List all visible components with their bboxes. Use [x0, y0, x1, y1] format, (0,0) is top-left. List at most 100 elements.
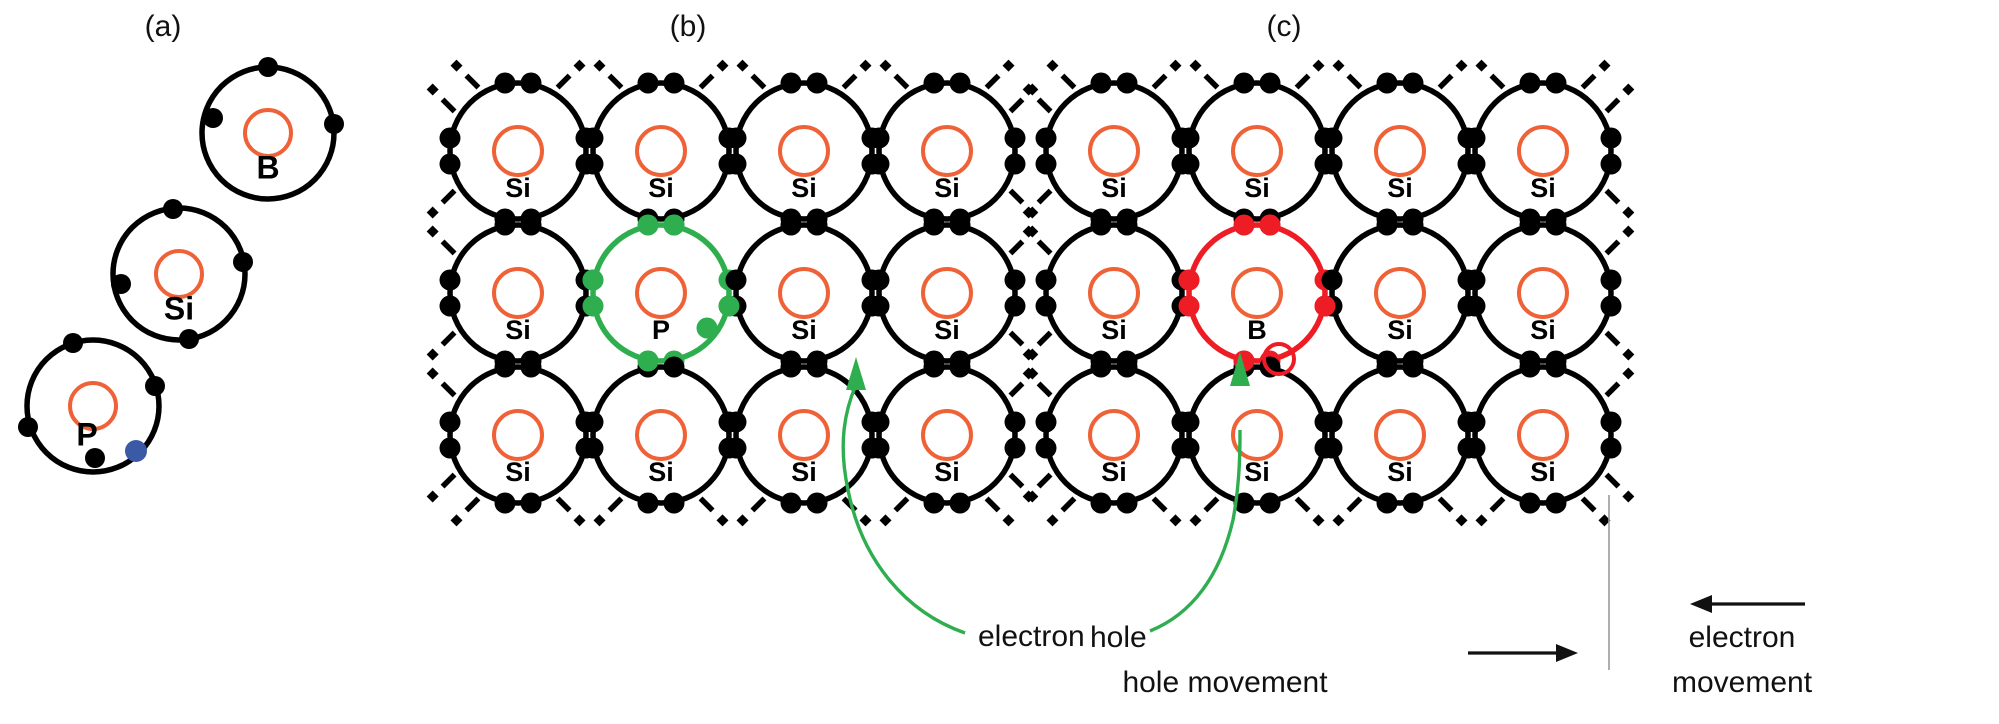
atom-nucleus: [1088, 409, 1140, 461]
bonding-electron-dot: [520, 492, 542, 514]
bond-stub-dash: [1036, 381, 1053, 398]
bond-stub-dot: [1169, 59, 1182, 72]
bond-stub-dash: [440, 381, 457, 398]
bond-stub-dash: [1580, 73, 1597, 90]
bonding-electron-dot: [1035, 411, 1057, 433]
lattice-atom-si: Si: [1186, 80, 1328, 222]
atom-nucleus: [1374, 409, 1426, 461]
bond-stub: [984, 59, 1015, 90]
electron-dot: [179, 329, 199, 349]
boron-symbol: B: [256, 149, 279, 185]
atom-shell: [447, 80, 589, 222]
dopant-atom-b: B: [1186, 222, 1328, 364]
lattice-atom-si: Si: [876, 364, 1018, 506]
atom-symbol: B: [1247, 315, 1267, 345]
atom-shell: [876, 222, 1018, 364]
atom-symbol: Si: [648, 173, 674, 203]
bonding-electron-dot: [1545, 214, 1567, 236]
hole-movement-label: hole movement: [1122, 666, 1328, 699]
bond-stub: [841, 59, 872, 90]
bonding-electron-dot: [494, 72, 516, 94]
bond-stub-dot: [1169, 514, 1182, 527]
atom-shell: [1186, 364, 1328, 506]
lattice-atom-si: Si: [447, 222, 589, 364]
bonding-electron-dot: [1464, 295, 1486, 317]
electron-pointer-curve: [841, 384, 966, 635]
dopant-electron-dot: [1178, 295, 1200, 317]
bonding-electron-dot: [663, 492, 685, 514]
atom-symbol: Si: [791, 315, 817, 345]
lattice-atom-si: Si: [876, 80, 1018, 222]
boron-nucleus: [243, 108, 293, 158]
bond-stub-dot: [879, 59, 892, 72]
lattice-atom-si: Si: [733, 222, 875, 364]
bonding-electron-dot: [494, 356, 516, 378]
bonding-electron-dot: [725, 269, 747, 291]
bond-stub: [1604, 330, 1635, 361]
atom-shell: [876, 364, 1018, 506]
panel-c-annotations: hole hole movement electron movement: [1090, 352, 1813, 699]
atom-shell: [447, 364, 589, 506]
bond-stub: [1046, 496, 1077, 527]
bond-stub-dot: [1002, 59, 1015, 72]
bonding-electron-dot: [520, 214, 542, 236]
bond-stub-dot: [593, 514, 606, 527]
bond-stub-dash: [750, 73, 767, 90]
lattice-atom-si: Si: [1472, 80, 1614, 222]
dopant-electron-dot: [718, 295, 740, 317]
bond-stub-dot: [1189, 514, 1202, 527]
bonding-electron-dot: [1233, 492, 1255, 514]
bond-stub-dot: [1475, 59, 1488, 72]
bond-stub: [426, 83, 457, 114]
bond-stub-dot: [1312, 59, 1325, 72]
atom-shell: [590, 222, 732, 364]
bond-stub-dash: [1151, 73, 1168, 90]
bond-stub: [736, 496, 767, 527]
bond-stub: [1151, 496, 1182, 527]
bond-stub-dot: [1598, 514, 1611, 527]
bond-stub-dot: [1046, 514, 1059, 527]
bonding-electron-dot: [1233, 72, 1255, 94]
bonding-electron-dot: [663, 356, 685, 378]
bond-stub-dash: [607, 496, 624, 513]
bond-stub: [1022, 367, 1053, 398]
atom-shell: [590, 364, 732, 506]
bond-stub-dot: [426, 490, 439, 503]
bonding-electron-dot: [868, 295, 890, 317]
bonding-electron-dot: [923, 214, 945, 236]
atom-symbol: Si: [1530, 173, 1556, 203]
bonding-electron-dot: [1116, 356, 1138, 378]
bonding-electron-dot: [1519, 356, 1541, 378]
bonding-electron-dot: [1600, 437, 1622, 459]
atom-shell: [733, 222, 875, 364]
bond-stub-dash: [1489, 496, 1506, 513]
atom-nucleus: [492, 409, 544, 461]
bonding-electron-dot: [1376, 72, 1398, 94]
bonding-electron-dot: [1321, 269, 1343, 291]
atom-symbol: Si: [791, 457, 817, 487]
atom-nucleus: [635, 409, 687, 461]
bond-stub-dash: [1294, 496, 1311, 513]
bonding-electron-dot: [725, 153, 747, 175]
bonding-electron-dot: [1035, 127, 1057, 149]
bonding-electron-dot: [1035, 153, 1057, 175]
electron-dot: [18, 417, 38, 437]
bond-stub-dot: [426, 367, 439, 380]
bonding-electron-dot: [1035, 437, 1057, 459]
bond-stub-dash: [1489, 73, 1506, 90]
electron-movement-arrow: [1690, 595, 1805, 613]
bond-stub-dash: [1203, 73, 1220, 90]
bonding-electron-dot: [1402, 214, 1424, 236]
bond-stub-dash: [555, 73, 572, 90]
bond-stub: [698, 59, 729, 90]
bond-stub: [555, 59, 586, 90]
atom-shell: [1329, 364, 1471, 506]
atom-shell: [1329, 222, 1471, 364]
bond-stub: [1475, 59, 1506, 90]
bonding-electron-dot: [1600, 295, 1622, 317]
hole-pointer-arrowhead: [1230, 352, 1250, 386]
bonding-electron-dot: [1004, 411, 1026, 433]
bond-stub: [1022, 188, 1053, 219]
bonding-electron-dot: [1600, 411, 1622, 433]
